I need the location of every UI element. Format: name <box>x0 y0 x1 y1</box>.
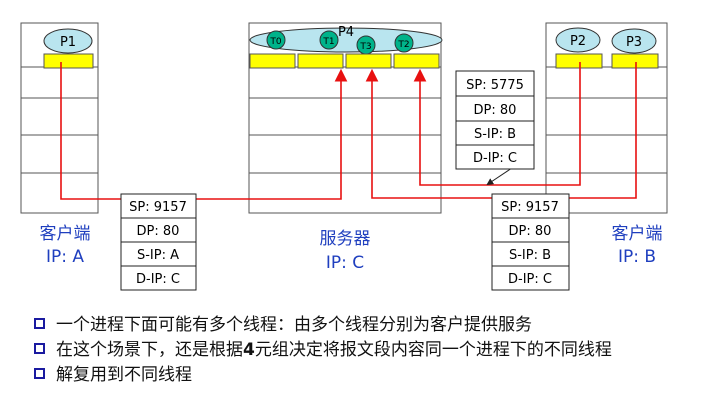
process-p4-label: P4 <box>338 25 354 40</box>
socket-p1 <box>43 53 94 69</box>
server-c-name: 服务器 <box>320 229 371 249</box>
bullet-text-3: 解复用到不同线程 <box>56 365 192 385</box>
seg-a-sip: S-IP: A <box>137 248 179 263</box>
thread-t1 <box>319 30 339 50</box>
bullet-item-2: 在这个场景下，还是根据4元组决定将报文段内容同一个进程下的不同线程 <box>34 339 694 361</box>
client-b-ip: IP: B <box>618 247 656 267</box>
bullet-item-1: 一个进程下面可能有多个线程：由多个线程分别为客户提供服务 <box>34 314 694 336</box>
seg-b-top-sp: SP: 5775 <box>466 78 524 93</box>
thread-t0 <box>266 30 286 50</box>
bullet-item-3: 解复用到不同线程 <box>34 364 694 386</box>
thread-t2-label: T2 <box>397 40 409 50</box>
thread-t0-label: T0 <box>269 37 281 47</box>
process-p4 <box>249 27 443 53</box>
square-bullet-icon <box>34 368 45 379</box>
server-c-ip: IP: C <box>326 253 364 273</box>
thread-t3-label: T3 <box>359 42 371 52</box>
thread-t2 <box>394 33 414 53</box>
client-b-name: 客户端 <box>612 224 663 244</box>
socket-p2 <box>555 53 603 69</box>
segment-b-bottom: SP: 9157 DP: 80 S-IP: B D-IP: C <box>491 193 570 291</box>
pointer-seg-b-top <box>486 167 513 186</box>
seg-b-top-sip: S-IP: B <box>474 127 516 142</box>
socket-server-2 <box>297 53 344 69</box>
process-p2 <box>555 27 601 53</box>
seg-a-dp: DP: 80 <box>137 224 180 239</box>
process-p2-label: P2 <box>570 34 586 49</box>
socket-server-4 <box>393 53 440 69</box>
bullet-text-2-bold: 4 <box>243 340 255 360</box>
seg-b-bottom-sip: S-IP: B <box>509 248 551 263</box>
process-p1-label: P1 <box>60 35 76 50</box>
host-client-a: P1 <box>20 22 99 214</box>
host-client-b: P2 P3 <box>545 22 668 214</box>
socket-server-3 <box>345 53 392 69</box>
seg-b-top-dip: D-IP: C <box>473 151 517 166</box>
socket-p3 <box>611 53 659 69</box>
client-a-ip: IP: A <box>46 247 84 267</box>
square-bullet-icon <box>34 343 45 354</box>
thread-t1-label: T1 <box>322 37 334 47</box>
process-p3 <box>611 28 657 54</box>
segment-b-top: SP: 5775 DP: 80 S-IP: B D-IP: C <box>455 70 535 170</box>
flow-b-p2-to-server <box>413 62 581 186</box>
flow-a-to-server <box>60 62 348 200</box>
seg-b-bottom-dp: DP: 80 <box>509 224 552 239</box>
seg-b-bottom-dip: D-IP: C <box>508 272 552 287</box>
seg-b-bottom-sp: SP: 9157 <box>501 200 559 215</box>
segment-a: SP: 9157 DP: 80 S-IP: A D-IP: C <box>120 193 197 291</box>
bullet-text-2-post: 元组决定将报文段内容同一个进程下的不同线程 <box>254 340 612 360</box>
demux-diagram: P1 P4 T0 T1 T3 T2 P2 P3 <box>20 22 668 291</box>
bullet-text-2-pre: 在这个场景下，还是根据 <box>56 340 243 360</box>
process-p3-label: P3 <box>626 35 642 50</box>
bullet-list: 一个进程下面可能有多个线程：由多个线程分别为客户提供服务 在这个场景下，还是根据… <box>34 314 694 389</box>
host-server-c: P4 T0 T1 T3 T2 <box>248 22 443 214</box>
square-bullet-icon <box>34 318 45 329</box>
bullet-text-1: 一个进程下面可能有多个线程：由多个线程分别为客户提供服务 <box>56 315 532 335</box>
client-a-name: 客户端 <box>40 224 91 244</box>
seg-b-top-dp: DP: 80 <box>474 103 517 118</box>
seg-a-dip: D-IP: C <box>136 272 180 287</box>
socket-server-1 <box>249 53 296 69</box>
process-p1 <box>43 28 93 54</box>
seg-a-sp: SP: 9157 <box>129 200 187 215</box>
